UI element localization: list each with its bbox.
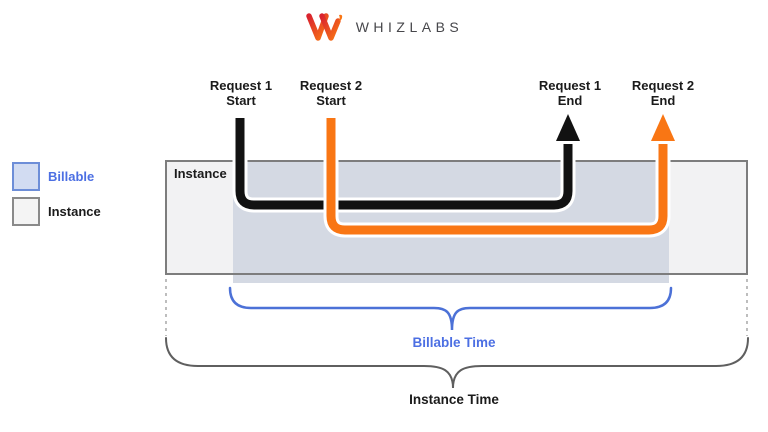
- label-line: Request 2: [299, 78, 363, 93]
- brand-name: WHIZLABS: [355, 19, 464, 35]
- label-line: Start: [226, 93, 256, 108]
- label-line: Request 1: [209, 78, 273, 93]
- billable-time-brace: [228, 286, 673, 331]
- billable-time-caption: Billable Time: [412, 335, 496, 350]
- request2-arrowhead: [651, 114, 675, 141]
- label-line: Start: [316, 93, 346, 108]
- label-request2-end: Request 2 End: [613, 78, 713, 108]
- request1-arrowhead: [556, 114, 580, 141]
- brand-header: WHIZLABS: [0, 12, 768, 42]
- legend-billable-label: Billable: [48, 169, 95, 184]
- instance-box-outline: [165, 160, 748, 275]
- request1-arrowhead-casing: [553, 111, 583, 144]
- legend-instance-swatch: [12, 197, 40, 226]
- logo-comma-mark: [338, 14, 342, 21]
- legend-billable-swatch: [12, 162, 40, 191]
- request2-arrowhead-casing: [648, 111, 678, 144]
- whizlabs-logo-icon: [305, 13, 342, 41]
- label-request1-end: Request 1 End: [520, 78, 620, 108]
- instance-box-label: Instance: [174, 166, 227, 181]
- label-request2-start: Request 2 Start: [281, 78, 381, 108]
- legend-instance-label: Instance: [48, 204, 101, 219]
- instance-time-caption: Instance Time: [409, 392, 499, 407]
- label-line: End: [557, 93, 583, 108]
- label-line: End: [650, 93, 676, 108]
- label-line: Request 2: [631, 78, 695, 93]
- label-line: Request 1: [538, 78, 602, 93]
- label-request1-start: Request 1 Start: [191, 78, 291, 108]
